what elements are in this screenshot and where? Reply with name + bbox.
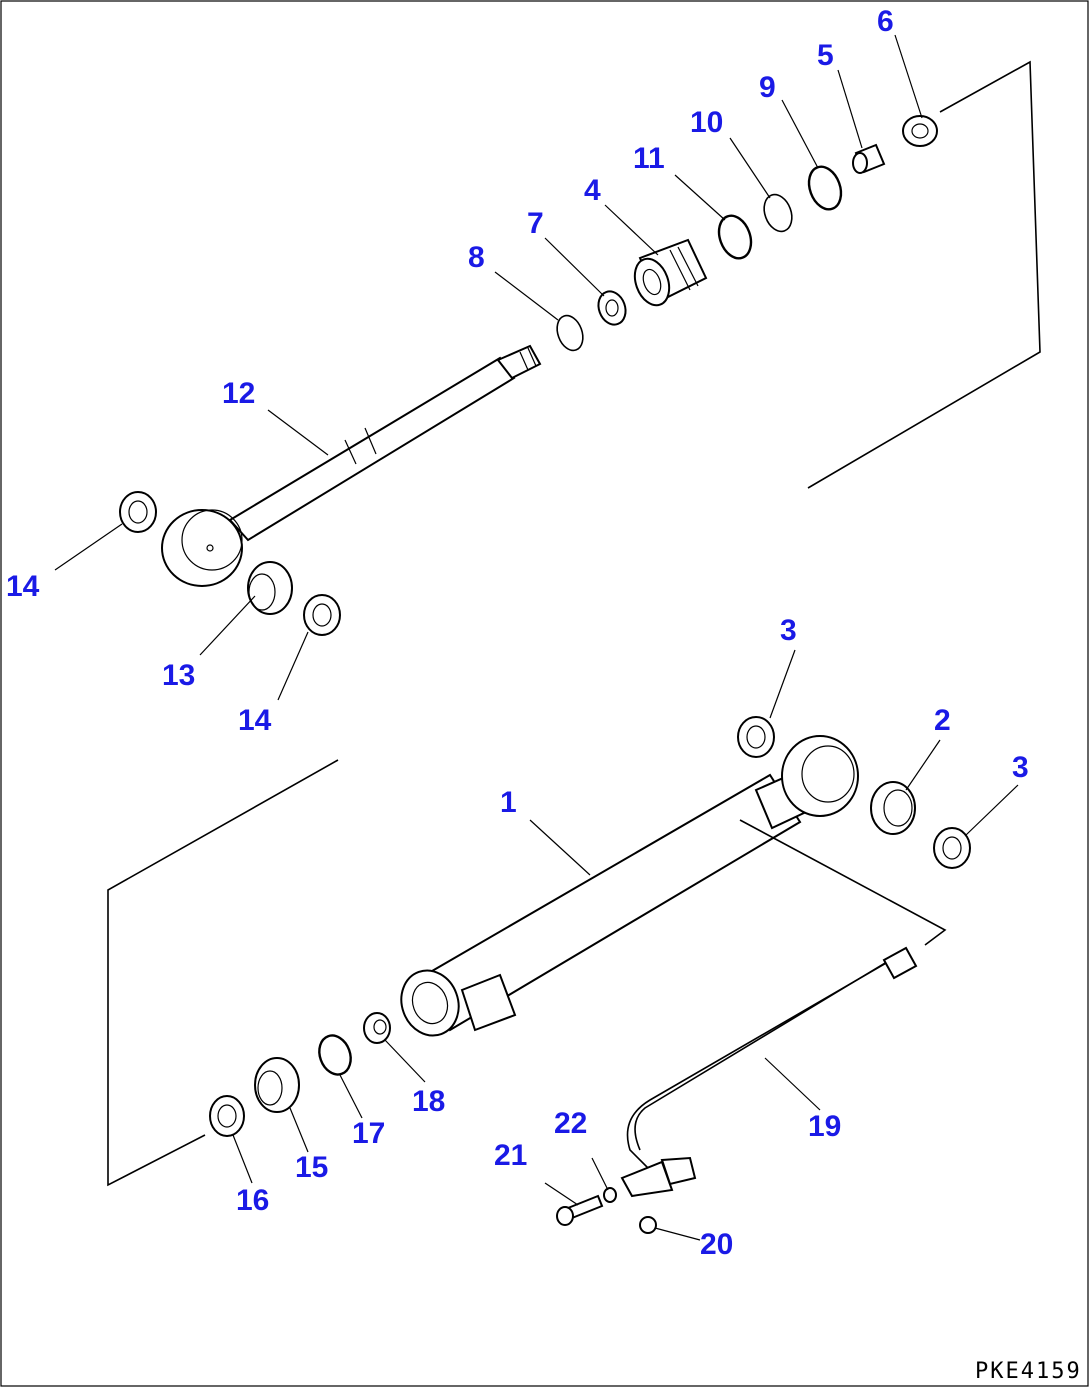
- part-14-seal-left: [119, 491, 157, 533]
- part-3-seal-right: [933, 827, 971, 869]
- part-18-nut: [363, 1012, 391, 1044]
- callout-7: 7: [527, 207, 544, 240]
- callout-11: 11: [633, 142, 665, 175]
- part-2-bushing: [870, 781, 916, 835]
- part-19-hose: [620, 946, 918, 1198]
- part-1-cylinder: [400, 735, 859, 1037]
- callout-15: 15: [295, 1151, 328, 1184]
- callout-8: 8: [468, 241, 485, 274]
- part-4-piston: [633, 238, 708, 307]
- part-8-ring: [556, 314, 584, 352]
- part-3-seal-top: [737, 716, 775, 758]
- leader-lines: [54, 34, 1019, 1241]
- callout-12: 12: [222, 377, 255, 410]
- lower-group-outline: [107, 759, 339, 1187]
- part-6-nut: [902, 115, 938, 147]
- part-16-seal: [209, 1095, 245, 1137]
- callout-4: 4: [584, 174, 601, 207]
- callout-3-right: 3: [1012, 751, 1029, 784]
- part-15-head: [254, 1057, 300, 1113]
- callout-labels: 6 5 9 10 11 4 7 8 12 14 13 14 3 2 3 1 18…: [6, 5, 1029, 1261]
- callout-14-upper: 14: [6, 570, 40, 603]
- callout-6: 6: [877, 5, 894, 38]
- callout-2: 2: [934, 704, 951, 737]
- part-11-ring: [717, 214, 753, 260]
- upper-group-outline: [807, 60, 1041, 489]
- part-10-ring: [763, 193, 793, 233]
- callout-21: 21: [494, 1139, 527, 1172]
- callout-19: 19: [808, 1110, 841, 1143]
- part-22-washer: [603, 1187, 617, 1203]
- callout-18: 18: [412, 1085, 445, 1118]
- callout-16: 16: [236, 1184, 269, 1217]
- callout-22: 22: [554, 1107, 587, 1140]
- callout-13: 13: [162, 659, 195, 692]
- drawing-code: PKE4159: [975, 1359, 1082, 1384]
- callout-20: 20: [700, 1228, 733, 1261]
- part-14-seal-right: [303, 594, 341, 636]
- callout-5: 5: [817, 39, 834, 72]
- part-21-bolt: [556, 1194, 604, 1226]
- callout-9: 9: [759, 71, 776, 104]
- part-20-plug: [639, 1216, 657, 1234]
- callout-1: 1: [500, 786, 517, 819]
- part-13-bushing: [247, 561, 293, 615]
- hose-connection-line: [739, 819, 947, 946]
- part-17-ring: [318, 1034, 352, 1076]
- part-12-piston-rod: [161, 344, 542, 587]
- part-9-ring: [807, 165, 843, 211]
- callout-10: 10: [690, 106, 723, 139]
- callout-17: 17: [352, 1117, 385, 1150]
- callout-3-top: 3: [780, 614, 797, 647]
- callout-14-lower: 14: [238, 704, 272, 737]
- part-5-bushing: [852, 143, 886, 174]
- part-7-nut: [597, 290, 627, 326]
